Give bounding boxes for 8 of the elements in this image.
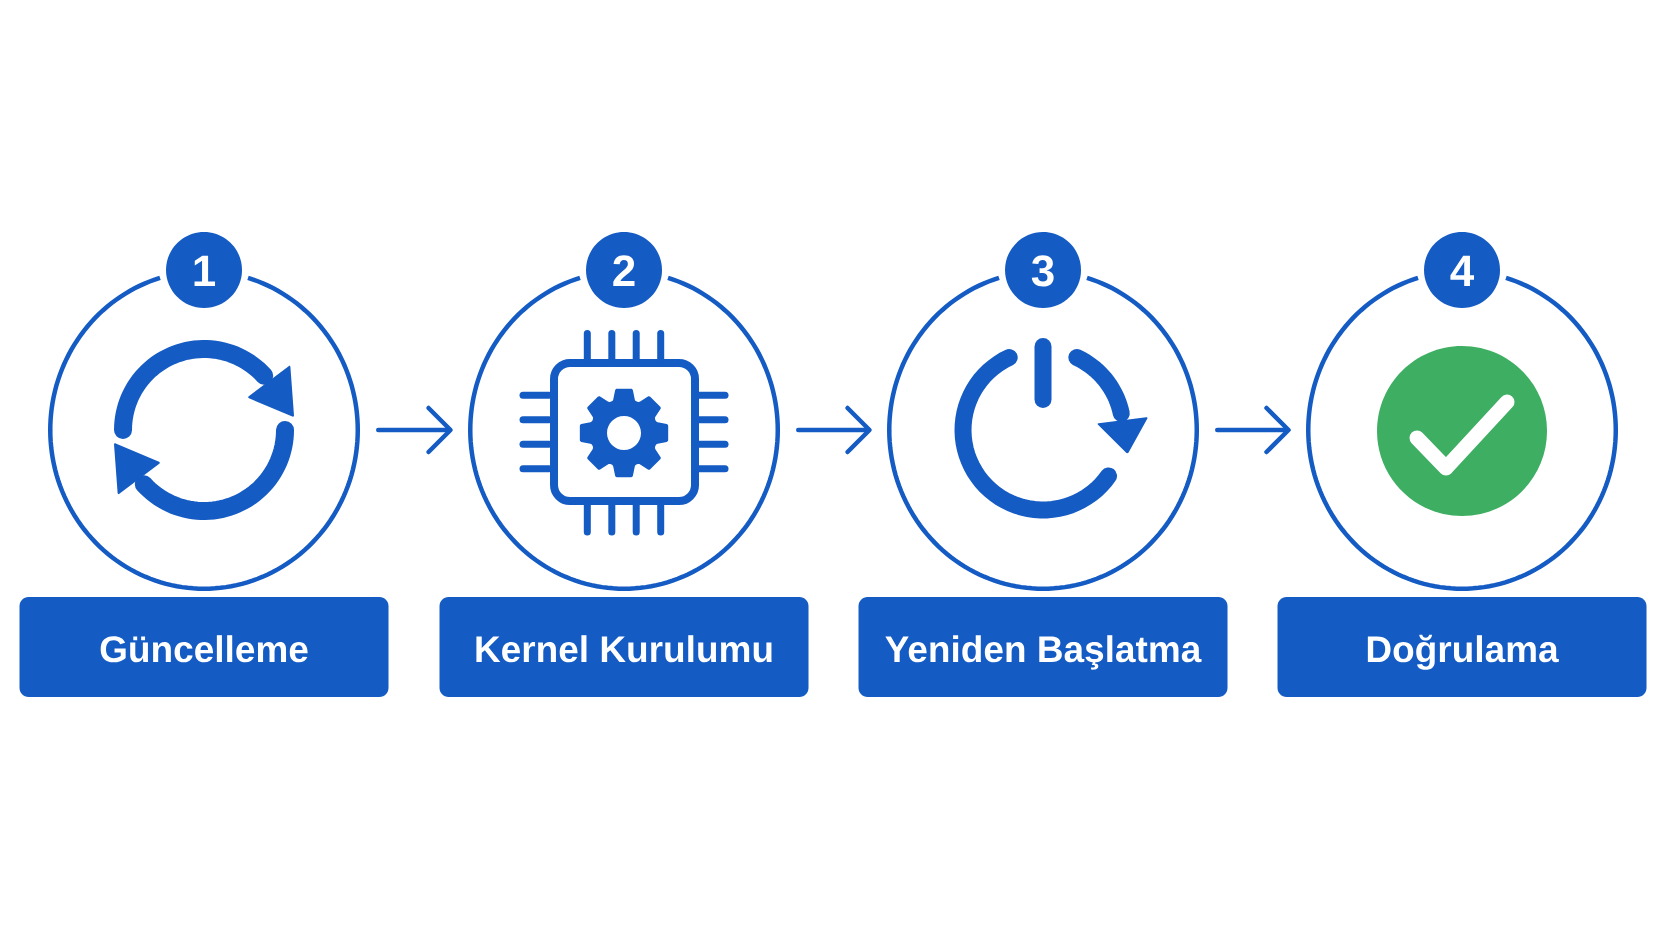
- label-box: Yeniden Başlatma: [858, 597, 1228, 697]
- number-badge: 3: [1005, 232, 1081, 308]
- label-box: Doğrulama: [1277, 597, 1647, 697]
- label-box: Güncelleme: [19, 597, 389, 697]
- number-badge: 1: [166, 232, 242, 308]
- number-badge: 2: [586, 232, 662, 308]
- number-badge: 4: [1424, 232, 1500, 308]
- label-box: Kernel Kurulumu: [439, 597, 809, 697]
